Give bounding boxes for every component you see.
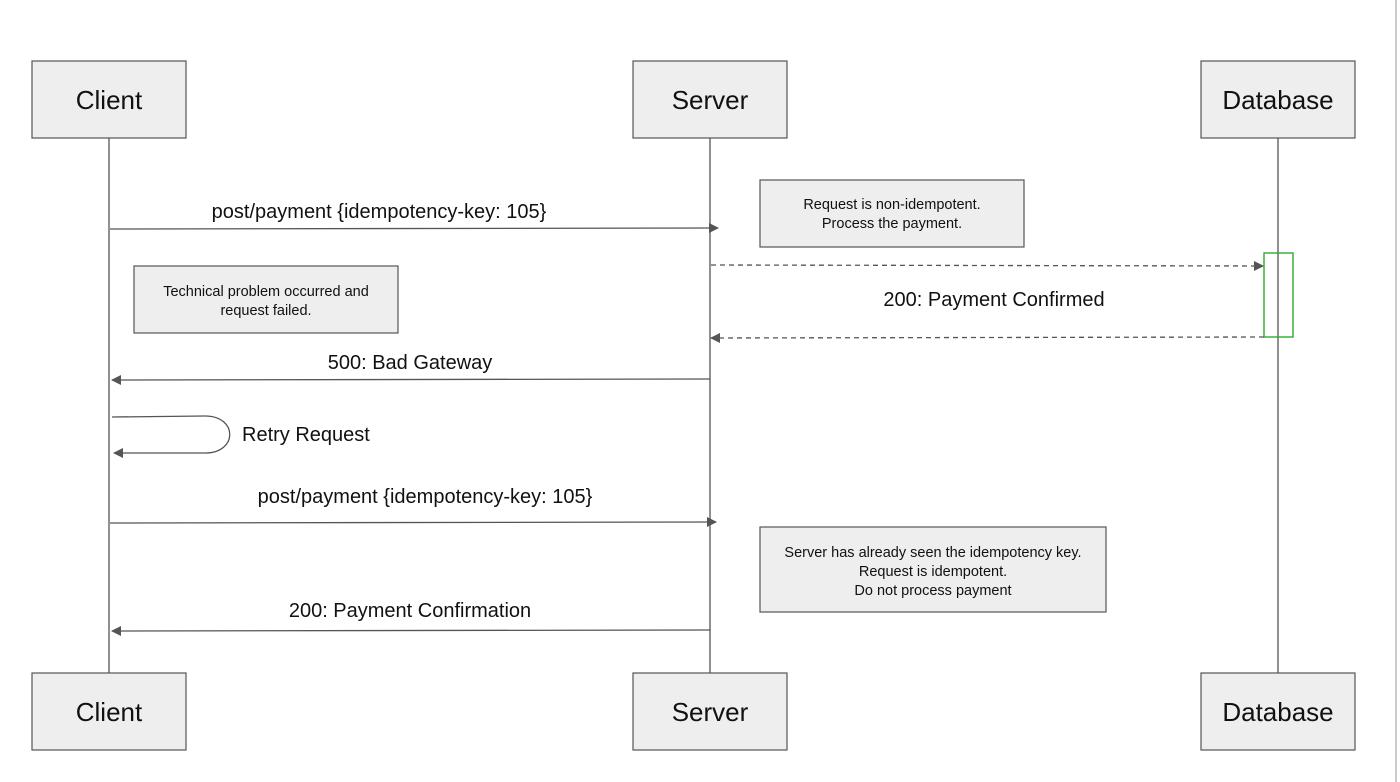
note-non-idempotent-line-2: Process the payment. (822, 216, 962, 232)
actor-database-bottom-label: Database (1222, 697, 1333, 727)
actor-server-top-label: Server (672, 85, 749, 115)
note-already-seen-line-2: Request is idempotent. (859, 564, 1007, 580)
message-bad-gateway-arrow (111, 374, 711, 385)
message-payment-confirmed-arrow (710, 332, 1265, 343)
note-technical-problem-line-1: Technical problem occurred and (163, 284, 369, 300)
message-post-payment-2[interactable]: post/payment {idempotency-key: 105} (109, 486, 717, 528)
message-post-payment-2-arrow (109, 517, 717, 528)
actor-database-bottom[interactable]: Database (1200, 672, 1356, 751)
message-payment-confirmation[interactable]: 200: Payment Confirmation (111, 600, 711, 636)
message-server-to-database-arrow (710, 260, 1264, 271)
message-bad-gateway[interactable]: 500: Bad Gateway (111, 352, 711, 385)
actor-server-bottom[interactable]: Server (632, 672, 788, 751)
actor-server-top[interactable]: Server (632, 60, 788, 139)
message-retry-request-arrow (111, 415, 231, 458)
message-payment-confirmation-arrow (111, 625, 711, 636)
message-payment-confirmed[interactable]: 200: Payment Confirmed (710, 289, 1265, 343)
note-already-seen[interactable]: Server has already seen the idempotency … (759, 526, 1107, 613)
message-post-payment-1-arrow (109, 223, 719, 234)
message-post-payment-1-label: post/payment {idempotency-key: 105} (212, 201, 547, 223)
actor-server-bottom-label: Server (672, 697, 749, 727)
note-already-seen-line-3: Do not process payment (854, 583, 1011, 599)
message-payment-confirmation-label: 200: Payment Confirmation (289, 600, 531, 622)
message-bad-gateway-label: 500: Bad Gateway (328, 352, 493, 374)
actor-database-top-label: Database (1222, 85, 1333, 115)
actor-client-top[interactable]: Client (31, 60, 187, 139)
database-activation-bar (1263, 252, 1294, 338)
message-post-payment-1[interactable]: post/payment {idempotency-key: 105} (109, 201, 719, 234)
message-retry-request[interactable]: Retry Request (111, 415, 370, 458)
actor-client-bottom-label: Client (76, 697, 143, 727)
note-non-idempotent-line-1: Request is non-idempotent. (803, 197, 980, 213)
message-post-payment-2-label: post/payment {idempotency-key: 105} (258, 486, 593, 508)
actor-client-bottom[interactable]: Client (31, 672, 187, 751)
message-server-to-database[interactable] (710, 260, 1264, 271)
message-retry-request-label: Retry Request (242, 424, 370, 446)
actor-database-top[interactable]: Database (1200, 60, 1356, 139)
note-non-idempotent[interactable]: Request is non-idempotent. Process the p… (759, 179, 1025, 248)
message-payment-confirmed-label: 200: Payment Confirmed (883, 289, 1104, 311)
note-technical-problem[interactable]: Technical problem occurred and request f… (133, 265, 399, 334)
note-already-seen-line-1: Server has already seen the idempotency … (784, 545, 1081, 561)
actor-client-top-label: Client (76, 85, 143, 115)
note-technical-problem-line-2: request failed. (220, 303, 311, 319)
